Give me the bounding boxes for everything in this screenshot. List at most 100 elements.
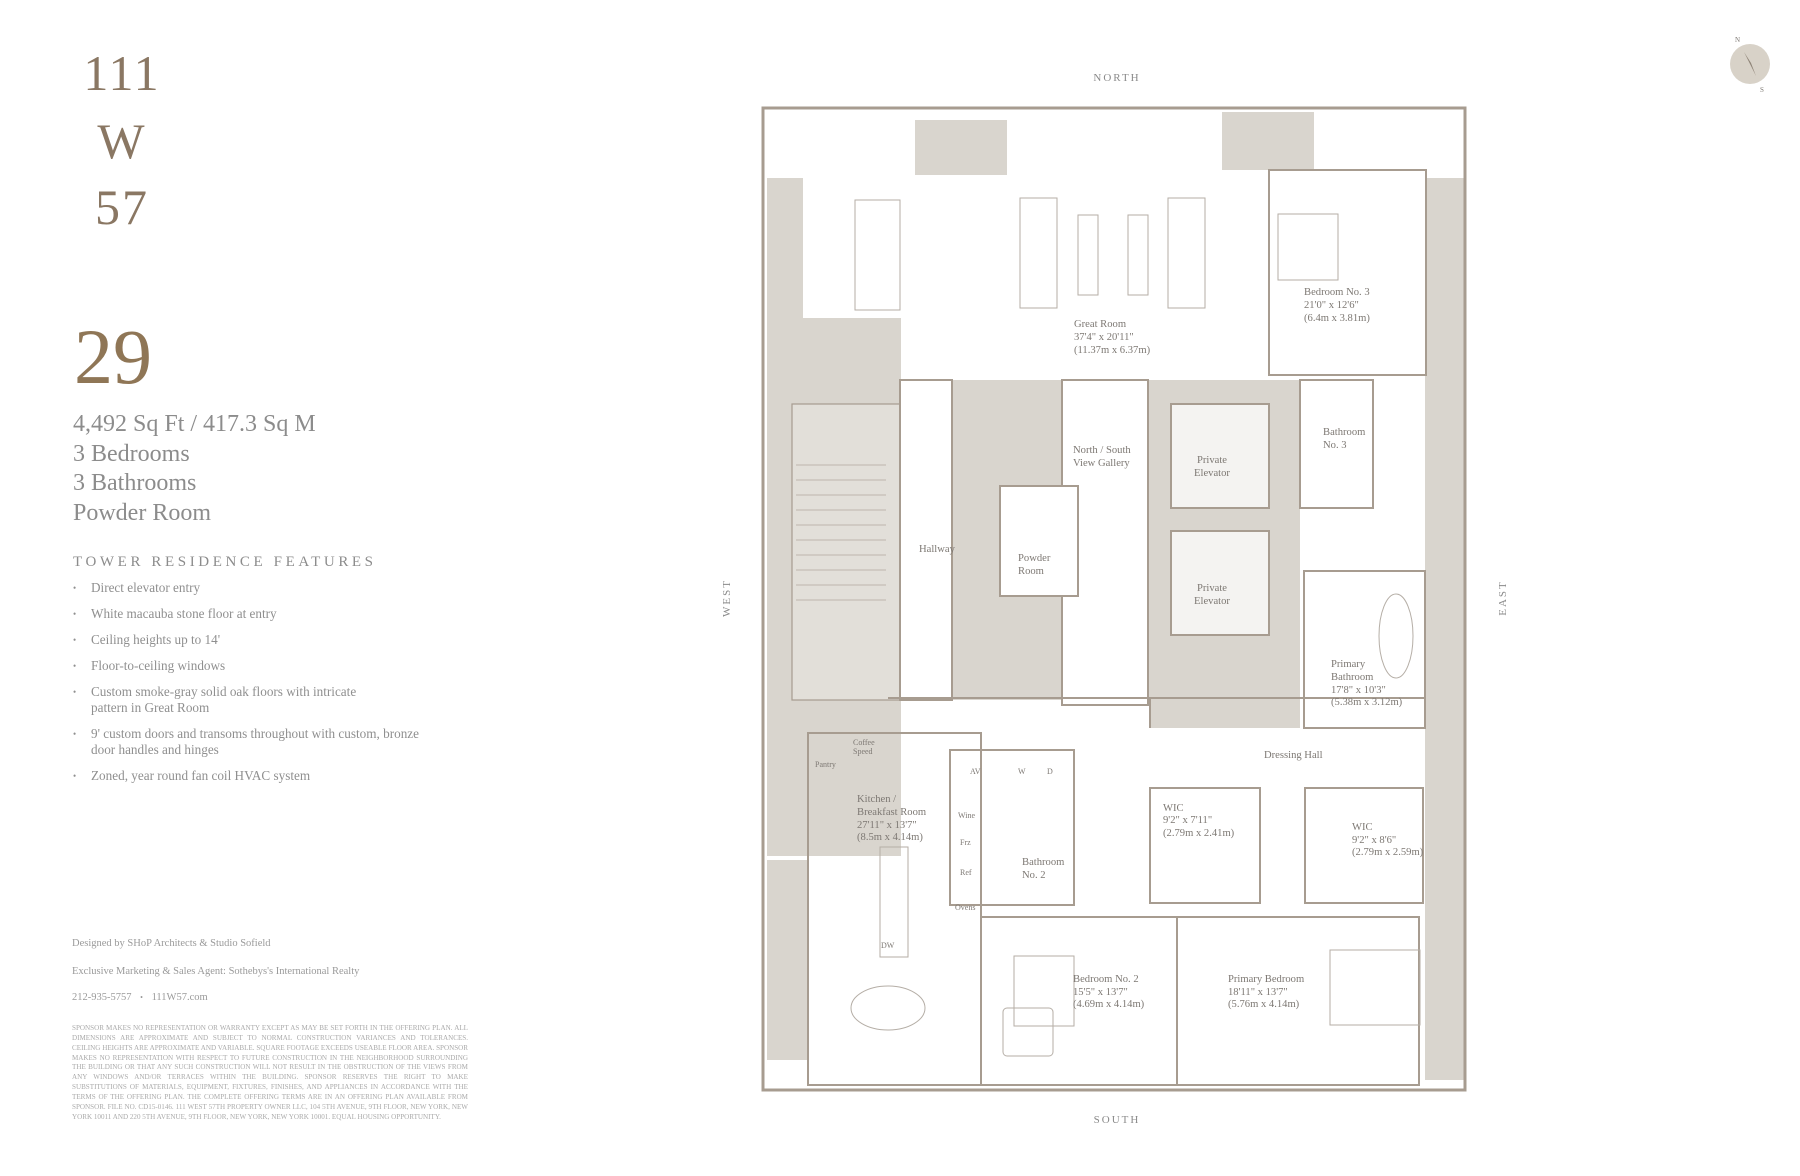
room-dim-ft: 37'4" x 20'11" (1074, 332, 1134, 343)
room-dim-ft: 15'5" x 13'7" (1073, 987, 1128, 998)
compass-north: N (1735, 36, 1740, 44)
room-elevator-1: Private Elevator (1194, 455, 1230, 479)
room-name-line1: Powder (1018, 553, 1051, 564)
room-dim-m: (5.76m x 4.14m) (1228, 999, 1300, 1010)
room-dim-m: (5.38m x 3.12m) (1331, 697, 1403, 708)
room-bedroom-2: Bedroom No. 2 15'5" x 13'7" (4.69m x 4.1… (1073, 974, 1145, 1010)
washer: W (1018, 767, 1026, 776)
room-dim-m: (6.4m x 3.81m) (1304, 313, 1370, 324)
room-dim-ft: 27'11" x 13'7" (857, 820, 917, 831)
features-list: Direct elevator entry White macauba ston… (73, 580, 433, 794)
room-name: Great Room (1074, 319, 1127, 330)
room-name: WIC (1163, 803, 1184, 814)
agent-credit: Exclusive Marketing & Sales Agent: Sothe… (72, 966, 360, 977)
room-name-line2: Bathroom (1331, 672, 1374, 683)
phone: 212-935-5757 (72, 992, 132, 1003)
room-name: Bedroom No. 2 (1073, 974, 1139, 985)
coffee-speed: Coffee Speed (853, 738, 875, 756)
room-name-line1: Private (1197, 583, 1227, 594)
room-dim-m: (11.37m x 6.37m) (1074, 345, 1151, 356)
unit-number: 29 (74, 313, 152, 400)
dishwasher: DW (881, 941, 895, 950)
room-elevator-2: Private Elevator (1194, 583, 1230, 607)
logo: 111 W 57 (72, 48, 172, 232)
av-closet: AV (970, 767, 981, 776)
logo-line-3: 57 (95, 179, 149, 235)
refrigerator: Ref (960, 868, 972, 877)
room-bedroom-3: Bedroom No. 3 21'0" x 12'6" (6.4m x 3.81… (1304, 287, 1370, 324)
wine-fridge: Wine (958, 811, 975, 820)
south-label: SOUTH (1094, 1114, 1141, 1126)
room-dim-ft: 18'11" x 13'7" (1228, 987, 1288, 998)
room-dim-ft: 9'2" x 7'11" (1163, 815, 1212, 826)
bathrooms: 3 Bathrooms (73, 470, 197, 496)
residence-specs: 4,492 Sq Ft / 417.3 Sq M 3 Bedrooms 3 Ba… (73, 410, 316, 528)
room-primary-bedroom: Primary Bedroom 18'11" x 13'7" (5.76m x … (1228, 974, 1305, 1010)
room-kitchen: Kitchen / Breakfast Room 27'11" x 13'7" … (857, 794, 927, 843)
room-dim-ft: 17'8" x 10'3" (1331, 685, 1386, 696)
room-name-line2: Elevator (1194, 596, 1230, 607)
separator: • (140, 993, 143, 1002)
room-hallway: Hallway (919, 544, 956, 555)
room-great-room: Great Room 37'4" x 20'11" (11.37m x 6.37… (1074, 319, 1151, 356)
feature-item: Zoned, year round fan coil HVAC system (73, 768, 433, 785)
feature-item: Floor-to-ceiling windows (73, 658, 433, 675)
room-dim-m: (8.5m x 4.14m) (857, 832, 923, 843)
room-name-line1: Kitchen / (857, 794, 896, 805)
room-name: WIC (1352, 822, 1373, 833)
room-name-line1: Bathroom (1022, 857, 1065, 868)
dryer: D (1047, 767, 1053, 776)
room-name: Bedroom No. 3 (1304, 287, 1370, 298)
room-name-line2: No. 3 (1323, 440, 1347, 451)
north-label: NORTH (1093, 72, 1140, 84)
room-wic-2: WIC 9'2" x 8'6" (2.79m x 2.59m) (1352, 822, 1424, 858)
room-dim-ft: 21'0" x 12'6" (1304, 300, 1359, 311)
logo-line-2: W (97, 113, 147, 169)
room-pantry: Pantry (815, 760, 836, 769)
west-label: WEST (721, 579, 733, 617)
feature-item: Custom smoke-gray solid oak floors with … (73, 684, 381, 717)
compass-needle (1744, 52, 1756, 76)
ovens: Ovens (955, 903, 975, 912)
legal-disclaimer: Sponsor makes no representation or warra… (72, 1024, 468, 1121)
bedrooms: 3 Bedrooms (73, 440, 190, 467)
freezer: Frz (960, 838, 971, 847)
room-bathroom-3: Bathroom No. 3 (1323, 427, 1366, 451)
powder-room: Powder Room (73, 499, 211, 526)
room-name-line1: North / South (1073, 445, 1131, 456)
room-dim-m: (2.79m x 2.59m) (1352, 847, 1424, 858)
room-dim-m: (4.69m x 4.14m) (1073, 999, 1145, 1010)
feature-item: 9' custom doors and transoms throughout … (73, 726, 421, 759)
compass-south: S (1760, 86, 1764, 94)
contact-line: 212-935-5757 • 111W57.com (72, 992, 208, 1003)
room-dim-m: (2.79m x 2.41m) (1163, 828, 1235, 839)
room-name-line1: Private (1197, 455, 1227, 466)
label-line1: Coffee (853, 738, 875, 747)
website-link[interactable]: 111W57.com (151, 992, 208, 1003)
room-name-line1: Bathroom (1323, 427, 1366, 438)
room-dressing-hall: Dressing Hall (1264, 750, 1323, 761)
feature-item: Ceiling heights up to 14' (73, 632, 433, 649)
room-name: Primary Bedroom (1228, 974, 1305, 985)
room-name-line2: Breakfast Room (857, 807, 927, 818)
room-name-line2: Elevator (1194, 468, 1230, 479)
designer-credit: Designed by SHoP Architects & Studio Sof… (72, 938, 271, 949)
room-powder: Powder Room (1018, 553, 1051, 577)
feature-item: White macauba stone floor at entry (73, 606, 433, 623)
compass-icon: N S (1730, 36, 1770, 94)
room-primary-bathroom: Primary Bathroom 17'8" x 10'3" (5.38m x … (1331, 659, 1403, 708)
east-label: EAST (1497, 580, 1509, 616)
room-name-line2: No. 2 (1022, 870, 1046, 881)
room-wic-1: WIC 9'2" x 7'11" (2.79m x 2.41m) (1163, 803, 1235, 839)
label-line2: Speed (853, 747, 873, 756)
area: 4,492 Sq Ft / 417.3 Sq M (73, 411, 316, 437)
room-bathroom-2: Bathroom No. 2 (1022, 857, 1065, 881)
logo-line-1: 111 (83, 45, 161, 101)
feature-item: Direct elevator entry (73, 580, 433, 597)
room-name-line2: Room (1018, 566, 1045, 577)
room-dim-ft: 9'2" x 8'6" (1352, 835, 1396, 846)
room-gallery: North / South View Gallery (1073, 445, 1131, 469)
room-name-line2: View Gallery (1073, 458, 1130, 469)
room-name-line1: Primary (1331, 659, 1366, 670)
